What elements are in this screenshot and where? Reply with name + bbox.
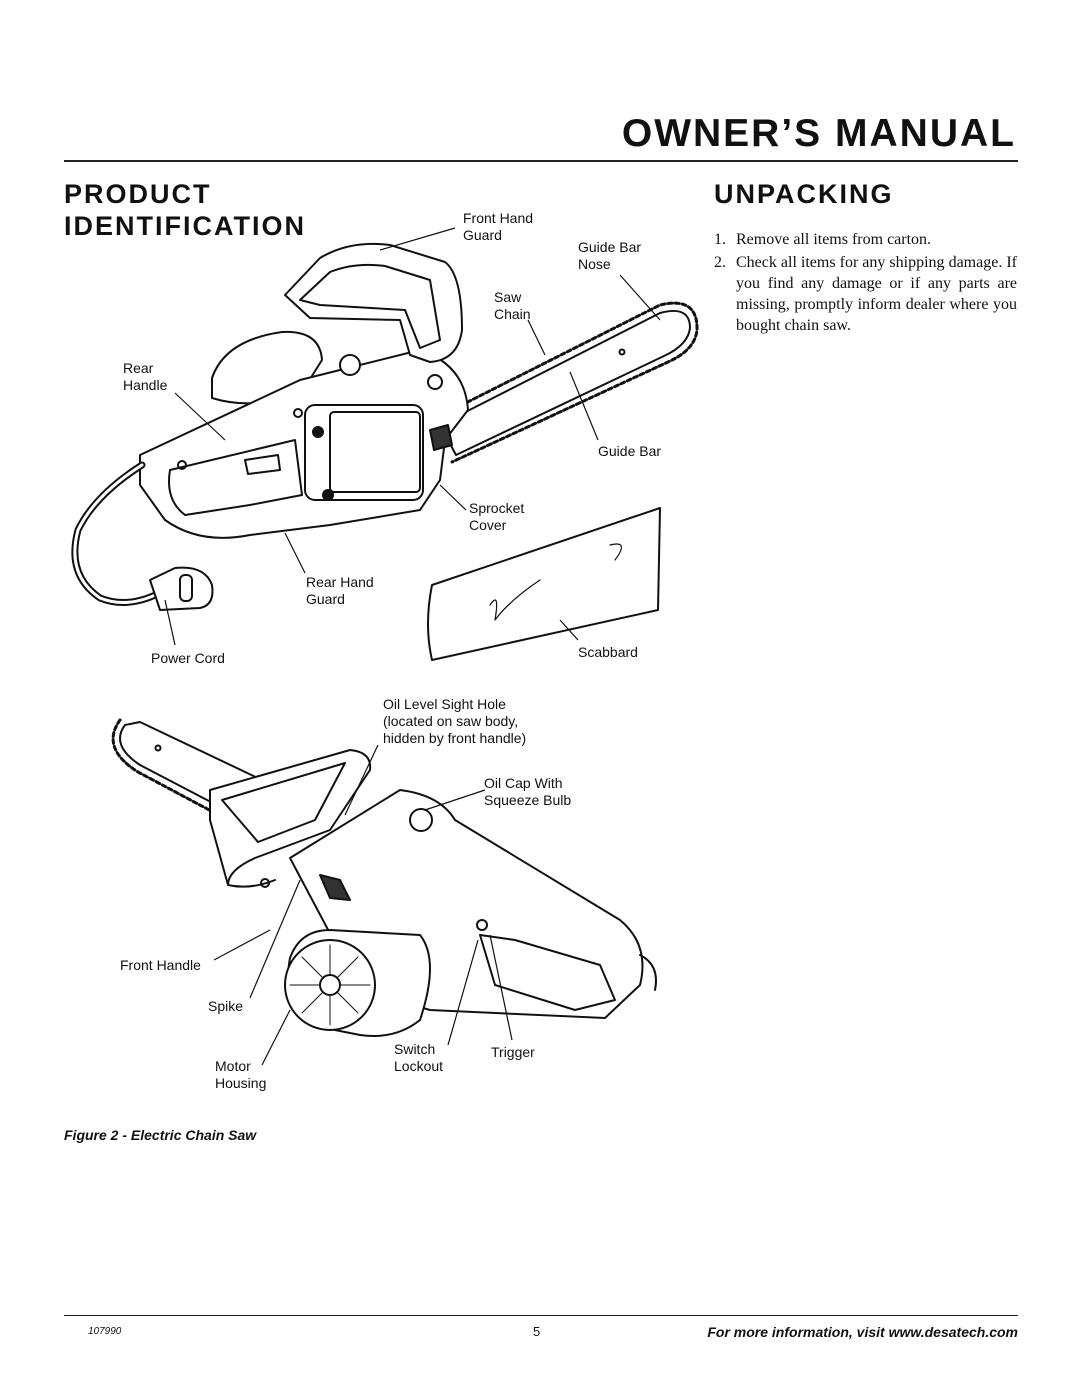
label-line: Oil Cap With — [484, 775, 563, 791]
list-item-text: Check all items for any shipping damage.… — [736, 254, 1017, 334]
label-rear-handle: Rear Handle — [123, 360, 167, 394]
label-saw-chain: Saw Chain — [494, 289, 531, 323]
list-item-number: 2. — [714, 254, 726, 271]
unpacking-title: UNPACKING — [714, 179, 894, 209]
label-line: Handle — [123, 377, 168, 393]
bottom-front-handle — [209, 749, 372, 886]
footer-divider — [64, 1315, 1018, 1316]
label-line: Nose — [578, 256, 611, 272]
label-rear-hand-guard: Rear Hand Guard — [306, 574, 374, 608]
label-sprocket-cover: Sprocket Cover — [469, 500, 524, 534]
more-info-text: For more information, visit www.desatech… — [707, 1324, 1018, 1340]
scabbard-outline — [427, 507, 661, 661]
product-title-line1: PRODUCT — [64, 179, 212, 209]
saw-chain — [434, 301, 699, 464]
manual-title: OWNER’S MANUAL — [621, 112, 1016, 155]
guide-bar-outline — [439, 309, 691, 456]
label-line: (located on saw body, — [383, 713, 519, 729]
label-guide-bar-nose: Guide Bar Nose — [578, 239, 641, 273]
label-line: Cover — [469, 517, 507, 533]
label-spike: Spike — [208, 998, 244, 1014]
unpacking-list: 1. Remove all items from carton. 2. Chec… — [714, 229, 1017, 338]
label-line: Guide Bar — [578, 239, 642, 255]
label-line: Guard — [463, 227, 502, 243]
label-line: Squeeze Bulb — [484, 792, 572, 808]
label-line: Guard — [306, 591, 345, 607]
label-switch-lockout: Switch Lockout — [394, 1041, 443, 1075]
label-line: Saw — [494, 289, 522, 305]
document-code: 107990 — [88, 1326, 122, 1337]
label-front-hand-guard: Front Hand Guard — [463, 210, 533, 244]
list-item-text: Remove all items from carton. — [736, 231, 932, 248]
page-number: 5 — [533, 1324, 541, 1339]
label-line: Rear — [123, 360, 154, 376]
list-item: 1. Remove all items from carton. — [714, 229, 1017, 250]
label-line: hidden by front handle) — [383, 730, 527, 746]
list-item-number: 1. — [714, 231, 726, 248]
label-line: Rear Hand — [306, 574, 374, 590]
header-divider — [64, 160, 1018, 162]
product-title-line2: IDENTIFICATION — [64, 211, 306, 241]
label-line: Switch — [394, 1041, 436, 1057]
label-oil-cap: Oil Cap With Squeeze Bulb — [484, 775, 571, 809]
power-plug — [149, 566, 214, 611]
rear-handle-grip — [168, 439, 303, 516]
label-line: Lockout — [394, 1058, 444, 1074]
label-line: Front Hand — [463, 210, 534, 226]
label-line: Motor — [215, 1058, 251, 1074]
label-line: Oil Level Sight Hole — [383, 696, 506, 712]
label-line: Sprocket — [469, 500, 525, 516]
label-oil-level-sight-hole: Oil Level Sight Hole (located on saw bod… — [383, 696, 526, 747]
label-guide-bar: Guide Bar — [598, 443, 662, 459]
label-power-cord: Power Cord — [151, 650, 225, 666]
label-trigger: Trigger — [491, 1044, 535, 1060]
product-identification-title: PRODUCT IDENTIFICATION — [64, 178, 306, 242]
figure-caption: Figure 2 - Electric Chain Saw — [64, 1127, 257, 1143]
label-line: Housing — [215, 1075, 267, 1091]
label-scabbard: Scabbard — [578, 644, 638, 660]
label-motor-housing: Motor Housing — [215, 1058, 266, 1092]
list-item: 2. Check all items for any shipping dama… — [714, 252, 1017, 336]
label-front-handle: Front Handle — [120, 957, 201, 973]
label-line: Chain — [494, 306, 531, 322]
